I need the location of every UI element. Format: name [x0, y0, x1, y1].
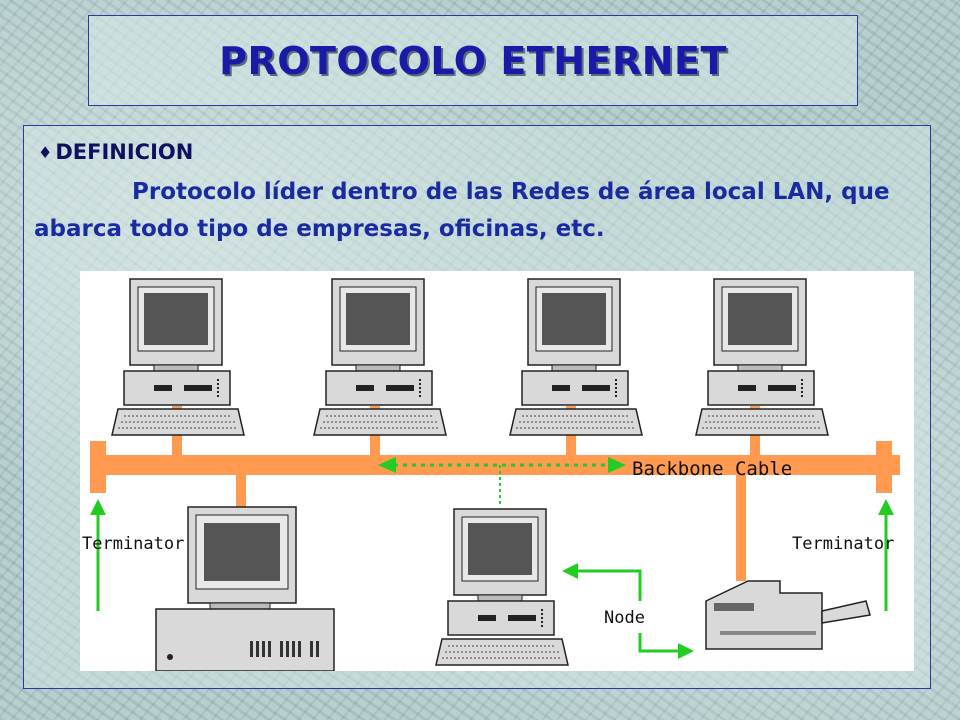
top-pc-1 — [111, 278, 245, 436]
page-title: PROTOCOLO ETHERNET — [219, 38, 727, 83]
definition-heading-text: DEFINICION — [55, 140, 194, 164]
top-pc-2 — [313, 278, 447, 436]
backbone-cable-label: Backbone Cable — [632, 458, 792, 480]
diamond-bullet-icon: ♦ — [38, 142, 53, 162]
terminator-left-label: Terminator — [82, 534, 184, 554]
bottom-pc-node — [435, 508, 569, 666]
definition-text: Protocolo líder dentro de las Redes de á… — [34, 179, 890, 242]
definition-heading: ♦ DEFINICION — [38, 140, 193, 164]
top-pc-3 — [509, 278, 643, 436]
terminator-right-label: Terminator — [792, 534, 894, 554]
ethernet-diagram: Backbone Cable Terminator Terminator Nod… — [80, 271, 914, 671]
top-pc-4 — [695, 278, 829, 436]
bottom-pc-large — [155, 506, 335, 671]
terminator-right-cap — [876, 441, 892, 493]
terminator-left-cap — [90, 441, 106, 493]
data-flow-arrow — [378, 457, 626, 507]
node-arrows — [562, 563, 694, 659]
title-box: PROTOCOLO ETHERNET — [88, 15, 858, 106]
node-label: Node — [604, 608, 645, 628]
content-box: ♦ DEFINICION Protocolo líder dentro de l… — [23, 125, 931, 689]
printer — [705, 580, 871, 650]
